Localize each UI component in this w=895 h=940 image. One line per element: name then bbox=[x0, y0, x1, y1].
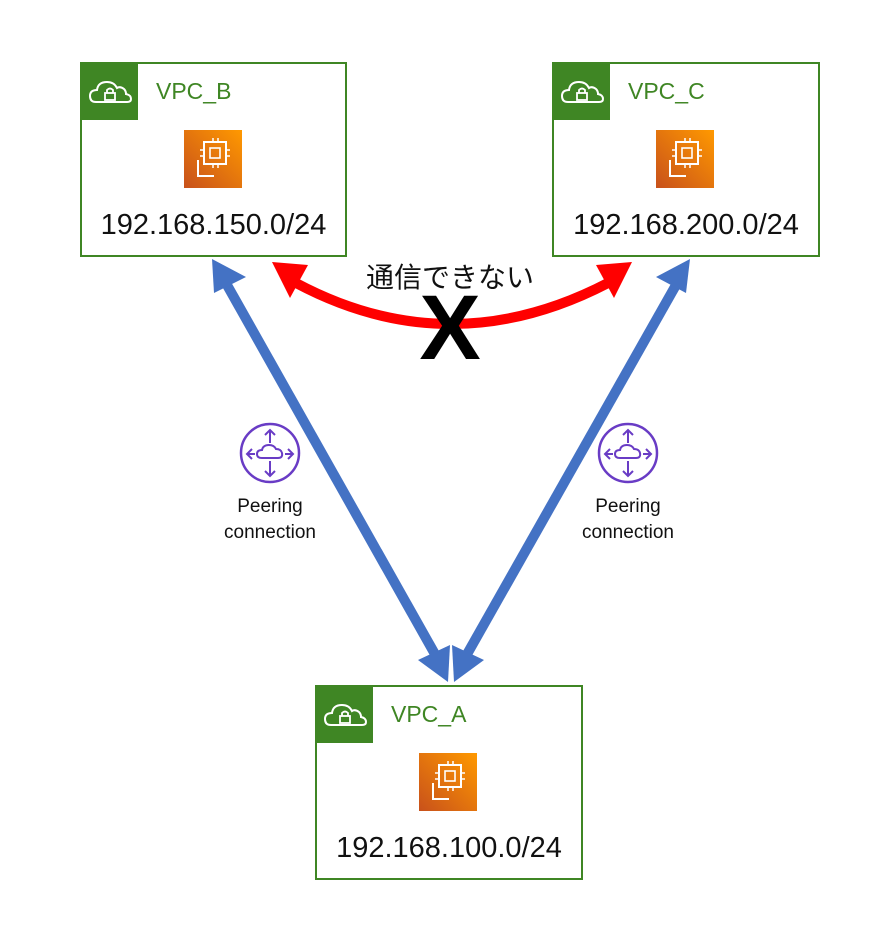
vpc-cidr: 192.168.200.0/24 bbox=[573, 209, 799, 241]
vpc-c-box: VPC_C 192.168.200.0/24 bbox=[552, 62, 820, 257]
peering-label-line2: connection bbox=[582, 522, 674, 543]
blocked-x-mark: X bbox=[419, 277, 481, 379]
vpc-cidr: 192.168.150.0/24 bbox=[100, 209, 327, 241]
ec2-instance-icon bbox=[419, 753, 477, 811]
vpc-cloud-lock-icon bbox=[317, 687, 373, 743]
vpc-cloud-lock-icon bbox=[554, 64, 610, 120]
ec2-instance-icon bbox=[656, 130, 714, 188]
vpc-name: VPC_A bbox=[391, 701, 467, 727]
peering-arrow-b-a bbox=[212, 259, 450, 682]
ec2-instance-icon bbox=[184, 130, 242, 188]
peering-arrow-c-a bbox=[452, 259, 690, 682]
vpc-name: VPC_B bbox=[156, 78, 232, 104]
vpc-a-box: VPC_A 192.168.100.0/24 bbox=[315, 685, 583, 880]
peering-label-right: Peering connection bbox=[553, 494, 703, 546]
vpc-b-box: VPC_B 192.168.150.0/24 bbox=[80, 62, 347, 257]
blocked-label: 通信できない bbox=[365, 261, 534, 294]
vpc-name: VPC_C bbox=[628, 78, 705, 104]
peering-label-line1: Peering bbox=[595, 496, 661, 517]
peering-label-line2: connection bbox=[224, 522, 316, 543]
peering-connection-icon bbox=[596, 421, 660, 485]
vpc-cidr: 192.168.100.0/24 bbox=[336, 832, 562, 864]
peering-label-left: Peering connection bbox=[195, 494, 345, 546]
peering-connection-icon bbox=[238, 421, 302, 485]
vpc-cloud-lock-icon bbox=[82, 64, 138, 120]
peering-label-line1: Peering bbox=[237, 496, 303, 517]
blocked-arrow-b-c bbox=[272, 262, 632, 329]
